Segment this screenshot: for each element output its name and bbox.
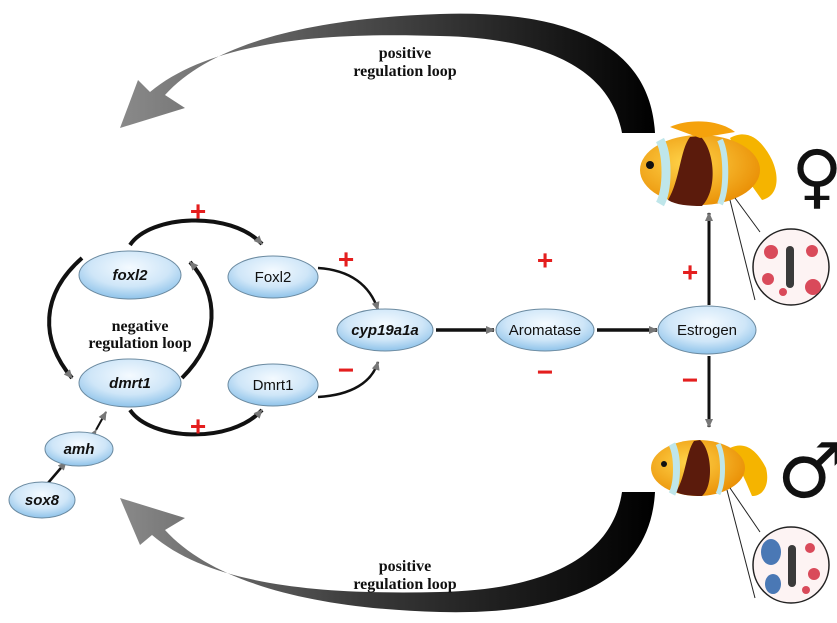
top-loop-label-line2: regulation loop [353,63,456,80]
node-foxl2-gene: foxl2 [78,250,182,300]
node-dmrt1-gene: dmrt1 [78,358,182,408]
foxl2-to-cyp-sign: + [338,243,354,274]
negative-loop-label-line1: negative [112,318,169,335]
node-dmrt1-protein: Dmrt1 [227,363,319,407]
estrogen-to-female-sign: + [682,256,698,287]
estrogen-to-male-sign: − [682,364,698,395]
top-loop-label-line1: positive [379,45,431,62]
sox8-label: sox8 [25,492,60,509]
amh-dmrt1-arrow [88,411,107,439]
node-sox8: sox8 [8,481,76,519]
male-clownfish-icon [651,440,768,496]
foxl2-translation-arrow [128,218,264,247]
negative-loop-arrows [47,256,214,380]
dmrt1-translation-sign: + [190,410,206,441]
cyp19a1a-label: cyp19a1a [351,322,419,339]
top-loop-arrow [120,13,655,133]
node-aromatase: Aromatase [495,308,595,352]
dmrt1-protein-label: Dmrt1 [253,377,294,394]
foxl2-translation-sign: + [190,195,206,226]
node-foxl2-protein: Foxl2 [227,255,319,299]
aromatase-down-sign: − [537,356,553,387]
dmrt1-to-cyp-arrow [317,361,380,399]
dmrt1-translation-arrow [128,408,264,437]
female-gonad-zoom [729,197,830,306]
female-symbol-icon: ♀ [791,135,837,217]
aromatase-up-sign: + [537,244,553,275]
dmrt1-to-cyp-sign: − [338,354,354,385]
foxl2-gene-label: foxl2 [112,267,148,284]
dmrt1-gene-label: dmrt1 [109,375,151,392]
negative-loop-label-line2: regulation loop [88,335,191,352]
foxl2-protein-label: Foxl2 [255,269,292,286]
aromatase-label: Aromatase [509,322,582,339]
foxl2-to-cyp-arrow [317,266,380,311]
node-cyp19a1a: cyp19a1a [336,308,434,352]
bottom-loop-label-line2: regulation loop [353,576,456,593]
bottom-loop-label-line1: positive [379,558,431,575]
node-amh: amh [44,431,114,467]
male-gonad-zoom [726,487,830,604]
bottom-loop-arrow [120,492,655,613]
male-symbol-icon: ♂ [777,426,837,515]
node-estrogen: Estrogen [657,305,757,355]
sox8-to-amh-arrow [47,461,67,484]
estrogen-label: Estrogen [677,322,737,339]
amh-label: amh [64,441,95,458]
female-clownfish-icon [640,121,777,207]
